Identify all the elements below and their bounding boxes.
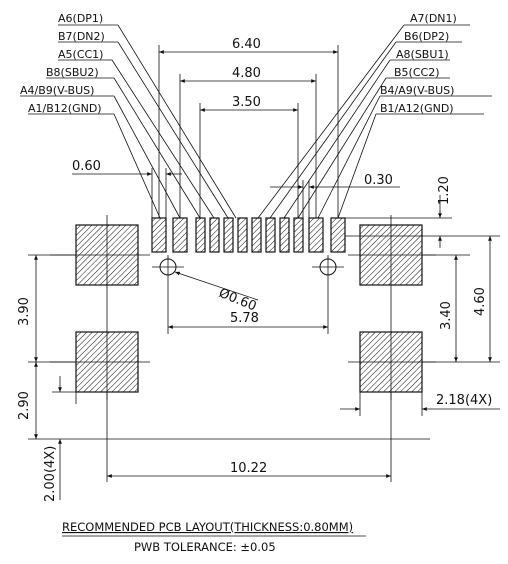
dim-span-inner: 3.50 [232,95,261,110]
bottom-dimension [106,392,392,482]
pin-labels-right: A7(DN1) B6(DP2) A8(SBU1) B5(CC2) B4/A9(V… [380,12,457,115]
signal-pad [330,217,346,253]
dim-shell-lower: 2.90 [17,391,32,420]
dim-shell-span: 10.22 [230,461,267,476]
note-title: RECOMMENDED PCB LAYOUT(THICKNESS:0.80MM) [62,520,353,534]
pin-label: B5(CC2) [394,66,440,79]
dim-shell-total-right: 4.60 [473,287,488,316]
pin-label: A5(CC1) [58,48,103,61]
top-dimensions [72,45,400,218]
signal-pad [279,217,290,253]
signal-pad [251,217,262,253]
pin-label: B1/A12(GND) [380,102,454,115]
pin-label: B8(SBU2) [46,66,99,79]
dim-shell-height-right: 3.40 [439,301,454,330]
pin-label: B7(DN2) [58,30,105,43]
pin-label: B4/A9(V-BUS) [380,84,454,97]
dim-span-outer: 6.40 [232,37,261,52]
dim-hole-spacing: 5.78 [230,311,259,326]
pin-labels-left: A6(DP1) B7(DN2) A5(CC1) B8(SBU2) A4/B9(V… [20,12,105,115]
pin-leaders [20,24,492,219]
dim-pad-length: 1.20 [437,176,452,205]
dim-pad-pitch: 0.30 [364,173,393,188]
pin-label: A1/B12(GND) [28,102,102,115]
drawing-notes: RECOMMENDED PCB LAYOUT(THICKNESS:0.80MM)… [62,520,366,554]
pin-label: A7(DN1) [410,12,457,25]
dim-span-mid: 4.80 [232,66,261,81]
dim-shell-pad-right: 2.18(4X) [436,393,492,408]
signal-pads [151,217,346,253]
signal-pad [172,217,188,253]
signal-pad [223,217,234,253]
note-tolerance: PWB TOLERANCE: ±0.05 [134,540,276,554]
dim-shell-pad-bottom: 2.00(4X) [43,446,58,502]
pin-label: B6(DP2) [404,30,449,43]
signal-pad [265,217,276,253]
signal-pad [293,217,304,253]
signal-pad [209,217,220,253]
pin-label: A4/B9(V-BUS) [20,84,94,97]
pin-label: A6(DP1) [58,12,103,25]
signal-pad [237,217,248,253]
mounting-holes [152,255,344,334]
signal-pad [308,217,324,253]
pin-label: A8(SBU1) [396,48,449,61]
signal-pad [195,217,206,253]
left-dimensions [28,254,430,500]
dim-pad-width: 0.60 [72,159,101,174]
centre-lines [50,215,436,400]
signal-pad [151,217,167,253]
dim-shell-height-left: 3.90 [17,297,32,326]
